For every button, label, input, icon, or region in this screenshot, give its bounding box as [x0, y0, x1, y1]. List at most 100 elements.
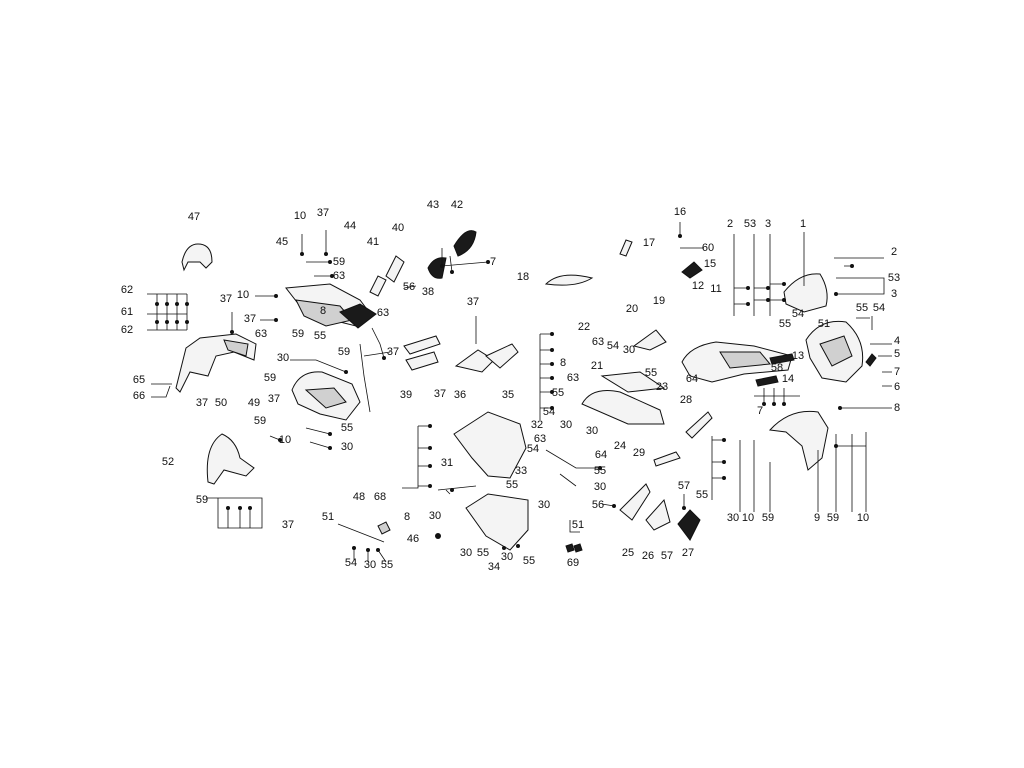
- callout-number: 59: [254, 415, 266, 427]
- callout-number: 51: [818, 318, 830, 330]
- callout-number: 8: [894, 402, 900, 414]
- callout-number: 60: [702, 242, 714, 254]
- callout-number: 54: [543, 406, 555, 418]
- part-clip-68: [377, 521, 391, 535]
- part-cover-35: [485, 343, 519, 369]
- part-vent-42: [453, 230, 477, 257]
- part-clip-69: [565, 543, 583, 553]
- callout-number: 27: [682, 547, 694, 559]
- callout-number: 38: [422, 286, 434, 298]
- callout-number: 8: [404, 511, 410, 523]
- part-front-fender: [768, 410, 829, 471]
- callout-number: 55: [856, 302, 868, 314]
- callout-number: 25: [622, 547, 634, 559]
- part-fin-25: [619, 483, 651, 521]
- part-drawings: [175, 230, 877, 553]
- callout-number: 49: [248, 397, 260, 409]
- callout-number: 10: [237, 289, 249, 301]
- part-strip-28: [685, 411, 713, 439]
- part-undertray-inner: [304, 387, 347, 409]
- callout-number: 2: [727, 218, 733, 230]
- part-strip-29: [653, 451, 681, 467]
- callout-number: 54: [607, 340, 619, 352]
- callout-number: 6: [894, 381, 900, 393]
- callout-number: 37: [387, 346, 399, 358]
- callout-number: 30: [501, 551, 513, 563]
- callout-number: 59: [762, 512, 774, 524]
- callout-number: 63: [534, 433, 546, 445]
- callout-number: 17: [643, 237, 655, 249]
- callout-number: 30: [538, 499, 550, 511]
- callout-number: 28: [680, 394, 692, 406]
- part-rear-frame-detail: [223, 339, 249, 357]
- callout-number: 55: [552, 387, 564, 399]
- callout-number: 55: [314, 330, 326, 342]
- part-grommet: [435, 533, 441, 539]
- part-windscreen: [783, 273, 828, 313]
- callout-number: 19: [653, 295, 665, 307]
- callout-number: 51: [572, 519, 584, 531]
- callout-number: 53: [744, 218, 756, 230]
- callout-number: 3: [891, 288, 897, 300]
- part-strip-14: [755, 375, 779, 387]
- part-tail-upper: [339, 303, 377, 329]
- callout-number: 55: [477, 547, 489, 559]
- callout-number: 55: [506, 479, 518, 491]
- part-belly-pan: [465, 493, 529, 551]
- callout-number: 30: [727, 512, 739, 524]
- part-rear-hugger: [206, 433, 255, 485]
- part-front-nose-inner: [819, 335, 853, 367]
- part-rod: [359, 343, 371, 413]
- callout-number: 10: [294, 210, 306, 222]
- callout-number: 30: [560, 419, 572, 431]
- callout-number: 46: [407, 533, 419, 545]
- callout-number: 54: [345, 557, 357, 569]
- part-strip-13: [769, 353, 795, 365]
- part-mirror-mount: [619, 239, 633, 257]
- callout-number: 53: [888, 272, 900, 284]
- part-mount-15: [681, 261, 703, 279]
- callout-number: 1: [800, 218, 806, 230]
- callout-number: 14: [782, 373, 794, 385]
- callout-number: 18: [517, 271, 529, 283]
- callout-number: 59: [292, 328, 304, 340]
- callout-number: 33: [515, 465, 527, 477]
- callout-number: 34: [488, 561, 500, 573]
- callout-number: 40: [392, 222, 404, 234]
- part-trim-41: [369, 275, 387, 297]
- callout-number: 63: [592, 336, 604, 348]
- callout-number: 37: [268, 393, 280, 405]
- part-cover-36: [454, 349, 495, 373]
- callout-number: 62: [121, 324, 133, 336]
- callout-number: 59: [827, 512, 839, 524]
- callout-number: 51: [322, 511, 334, 523]
- part-bracket: [632, 329, 667, 351]
- callout-number: 16: [674, 206, 686, 218]
- callout-number: 2: [891, 246, 897, 258]
- callout-number: 37: [220, 293, 232, 305]
- part-lower-fairing: [453, 411, 527, 479]
- callout-number: 9: [814, 512, 820, 524]
- callout-number: 63: [255, 328, 267, 340]
- callout-number: 52: [162, 456, 174, 468]
- callout-number: 7: [757, 405, 763, 417]
- callout-number: 11: [710, 283, 721, 295]
- callout-number: 50: [215, 397, 227, 409]
- callout-number: 63: [377, 307, 389, 319]
- callout-number: 4: [894, 335, 900, 347]
- callout-number: 37: [282, 519, 294, 531]
- callout-number: 59: [338, 346, 350, 358]
- part-rear-frame: [175, 333, 257, 393]
- callout-number: 30: [594, 481, 606, 493]
- callout-number: 26: [642, 550, 654, 562]
- callout-number: 45: [276, 236, 288, 248]
- callout-number: 66: [133, 390, 145, 402]
- callout-number: 30: [623, 344, 635, 356]
- callout-number: 32: [531, 419, 543, 431]
- callout-number: 37: [244, 313, 256, 325]
- part-plate-38: [403, 335, 441, 355]
- part-fin-26: [645, 498, 671, 531]
- callout-number: 69: [567, 557, 579, 569]
- callout-number: 55: [523, 555, 535, 567]
